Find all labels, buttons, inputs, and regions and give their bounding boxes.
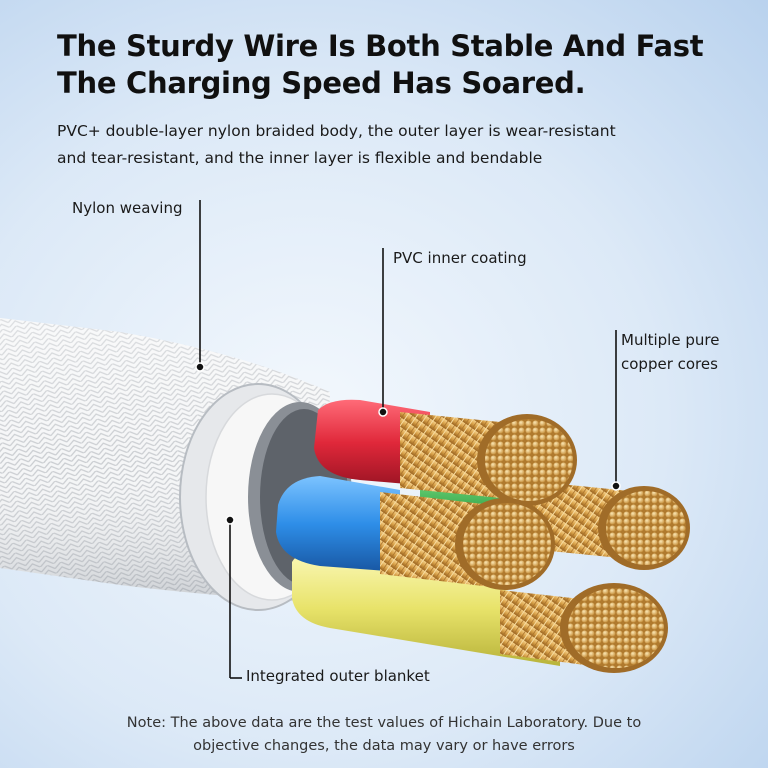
red-core <box>314 399 577 506</box>
description: PVC+ double-layer nylon braided body, th… <box>57 118 747 172</box>
blue-core <box>276 476 555 590</box>
footnote: Note: The above data are the test values… <box>0 712 768 758</box>
callout-outer-blanket: Integrated outer blanket <box>246 667 430 685</box>
callout-copper-cores-line-1: Multiple pure <box>621 331 720 349</box>
callout-copper-cores: Multiple pure copper cores <box>621 328 719 376</box>
headline: The Sturdy Wire Is Both Stable And Fast … <box>57 28 747 102</box>
callout-copper-cores-line-2: copper cores <box>621 355 718 373</box>
description-line-1: PVC+ double-layer nylon braided body, th… <box>57 122 616 140</box>
headline-line-1: The Sturdy Wire Is Both Stable And Fast <box>57 29 704 63</box>
footnote-line-1: Note: The above data are the test values… <box>126 715 642 731</box>
callout-leaders <box>195 200 621 679</box>
yellow-core <box>292 551 668 673</box>
footnote-line-2: objective changes, the data may vary or … <box>193 738 575 754</box>
callout-pvc-inner-coating: PVC inner coating <box>393 249 527 267</box>
description-line-2: and tear-resistant, and the inner layer … <box>57 149 543 167</box>
headline-line-2: The Charging Speed Has Soared. <box>57 66 586 100</box>
callout-nylon-weaving: Nylon weaving <box>72 199 183 217</box>
